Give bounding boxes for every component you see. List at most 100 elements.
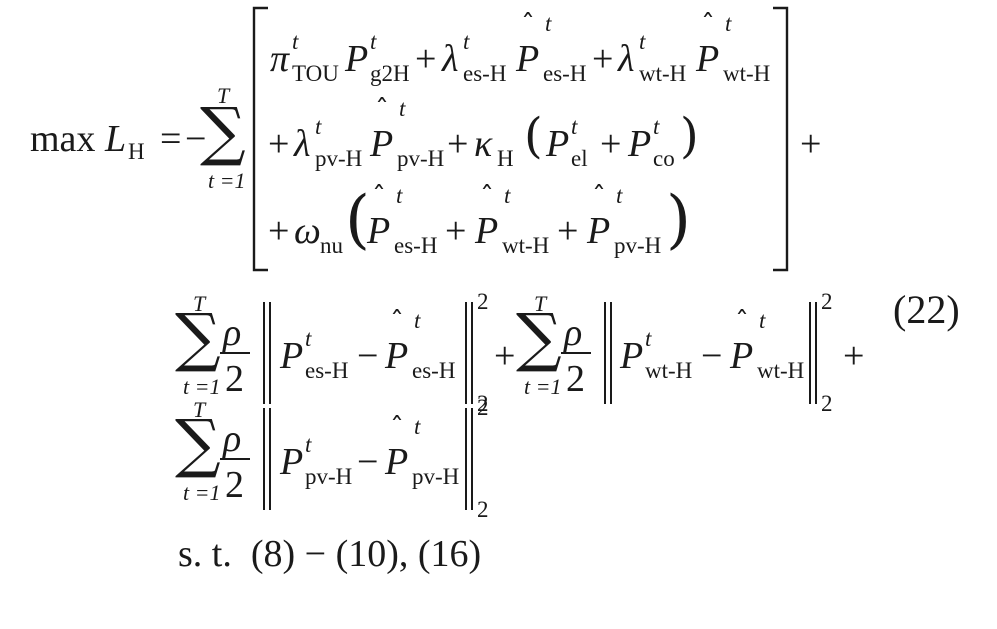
rho: ρ	[223, 418, 242, 460]
p-hat-wt-sub: wt-H	[723, 61, 771, 86]
p-hat-pv-sup: t	[616, 183, 623, 208]
p-es: P	[280, 335, 304, 377]
pi-tou-sub: TOU	[292, 61, 339, 86]
hat-accent: ˆ	[390, 305, 404, 338]
lambda-es-sup: t	[463, 29, 470, 54]
rho: ρ	[564, 312, 583, 354]
equals-sign: =	[160, 118, 182, 160]
lambda-es-sub: es-H	[463, 61, 507, 86]
lambda-wt-sup: t	[639, 29, 646, 54]
hat-accent: ˆ	[592, 180, 606, 213]
hat-accent: ˆ	[375, 93, 389, 126]
p-el: P	[546, 123, 570, 165]
p-wt-sup: t	[645, 326, 652, 351]
p-hat-pv-sup: t	[399, 96, 406, 121]
hat-accent: ˆ	[372, 180, 386, 213]
sum-lower-limit: t =1	[183, 374, 221, 399]
p-el-sub: el	[571, 146, 588, 171]
lagrangian-subscript: H	[128, 139, 145, 164]
p-el-sup: t	[571, 114, 578, 139]
p-hat-wt: P	[475, 210, 499, 252]
denominator-two: 2	[225, 464, 244, 506]
p-hat-pv-sub: pv-H	[614, 233, 662, 258]
left-paren: (	[524, 108, 543, 164]
norm-power: 2	[821, 289, 833, 314]
lambda-pv-sub: pv-H	[315, 146, 363, 171]
sum-lower-limit: t =1	[183, 480, 221, 505]
right-paren: )	[666, 183, 691, 257]
norm-subscript: 2	[477, 391, 489, 416]
minus-sign: −	[357, 441, 379, 483]
summation-symbol: ∑	[175, 407, 221, 481]
lagrangian-symbol: L	[105, 118, 127, 160]
p-pv-sub: pv-H	[305, 464, 353, 489]
p-hat-es: P	[367, 210, 391, 252]
p-hat-pv-sup: t	[414, 414, 421, 439]
minus-sign: −	[185, 118, 207, 160]
p-es-sub: es-H	[305, 358, 349, 383]
p-g2h-sup: t	[370, 29, 377, 54]
minus-sign: −	[701, 335, 723, 377]
p-pv: P	[280, 441, 304, 483]
p-hat-wt: P	[696, 38, 720, 80]
equation-number: (22)	[893, 287, 960, 332]
p-hat-pv: P	[587, 210, 611, 252]
p-hat-es-sup: t	[414, 308, 421, 333]
p-co-sub: co	[653, 146, 675, 171]
sum-upper-limit: T	[217, 83, 230, 108]
max-operator: max	[30, 118, 96, 160]
left-paren: (	[345, 183, 370, 257]
plus-sign: +	[800, 123, 822, 165]
left-bracket	[252, 6, 268, 272]
p-hat-es: P	[516, 38, 540, 80]
plus-sign: +	[415, 38, 437, 80]
p-pv-sup: t	[305, 432, 312, 457]
p-g2h-sub: g2H	[370, 61, 410, 86]
p-hat-es-sub: es-H	[412, 358, 456, 383]
p-hat-es: P	[385, 335, 409, 377]
omega-nu: ω	[294, 210, 321, 252]
plus-sign: +	[447, 123, 469, 165]
constraint-text: s. t. (8) − (10), (16)	[178, 533, 482, 575]
omega-nu-sub: nu	[320, 233, 343, 258]
summation-symbol: ∑	[175, 301, 221, 375]
p-hat-wt-sup: t	[759, 308, 766, 333]
lambda-pv-sup: t	[315, 114, 322, 139]
p-hat-wt-sub: wt-H	[502, 233, 550, 258]
sum-upper-limit: T	[193, 397, 206, 422]
pi-tou-sup: t	[292, 29, 299, 54]
denominator-two: 2	[566, 358, 585, 400]
plus-sign: +	[843, 335, 865, 377]
norm-subscript: 2	[821, 391, 833, 416]
plus-sign: +	[445, 210, 467, 252]
minus-sign: −	[357, 335, 379, 377]
plus-sign: +	[494, 335, 516, 377]
plus-sign: +	[592, 38, 614, 80]
p-co: P	[628, 123, 652, 165]
denominator-two: 2	[225, 358, 244, 400]
p-hat-wt: P	[730, 335, 754, 377]
p-hat-pv-sub: pv-H	[412, 464, 460, 489]
hat-accent: ˆ	[480, 180, 494, 213]
p-wt-sub: wt-H	[645, 358, 693, 383]
summation-symbol: ∑	[200, 95, 246, 169]
plus-sign: +	[600, 123, 622, 165]
hat-accent: ˆ	[735, 305, 749, 338]
p-hat-es-sup: t	[396, 183, 403, 208]
sum-lower-limit: t =1	[208, 168, 246, 193]
p-g2h: P	[345, 38, 369, 80]
lambda-wt: λ	[618, 38, 635, 80]
p-hat-pv: P	[385, 441, 409, 483]
summation-symbol: ∑	[516, 301, 562, 375]
plus-sign: +	[268, 210, 290, 252]
p-hat-wt-sup: t	[504, 183, 511, 208]
p-es-sup: t	[305, 326, 312, 351]
p-hat-pv-sub: pv-H	[397, 146, 445, 171]
kappa-h: κ	[474, 123, 493, 165]
p-hat-wt-sup: t	[725, 11, 732, 36]
plus-sign: +	[557, 210, 579, 252]
p-hat-wt-sub: wt-H	[757, 358, 805, 383]
right-paren: )	[680, 108, 699, 164]
lambda-es: λ	[442, 38, 459, 80]
